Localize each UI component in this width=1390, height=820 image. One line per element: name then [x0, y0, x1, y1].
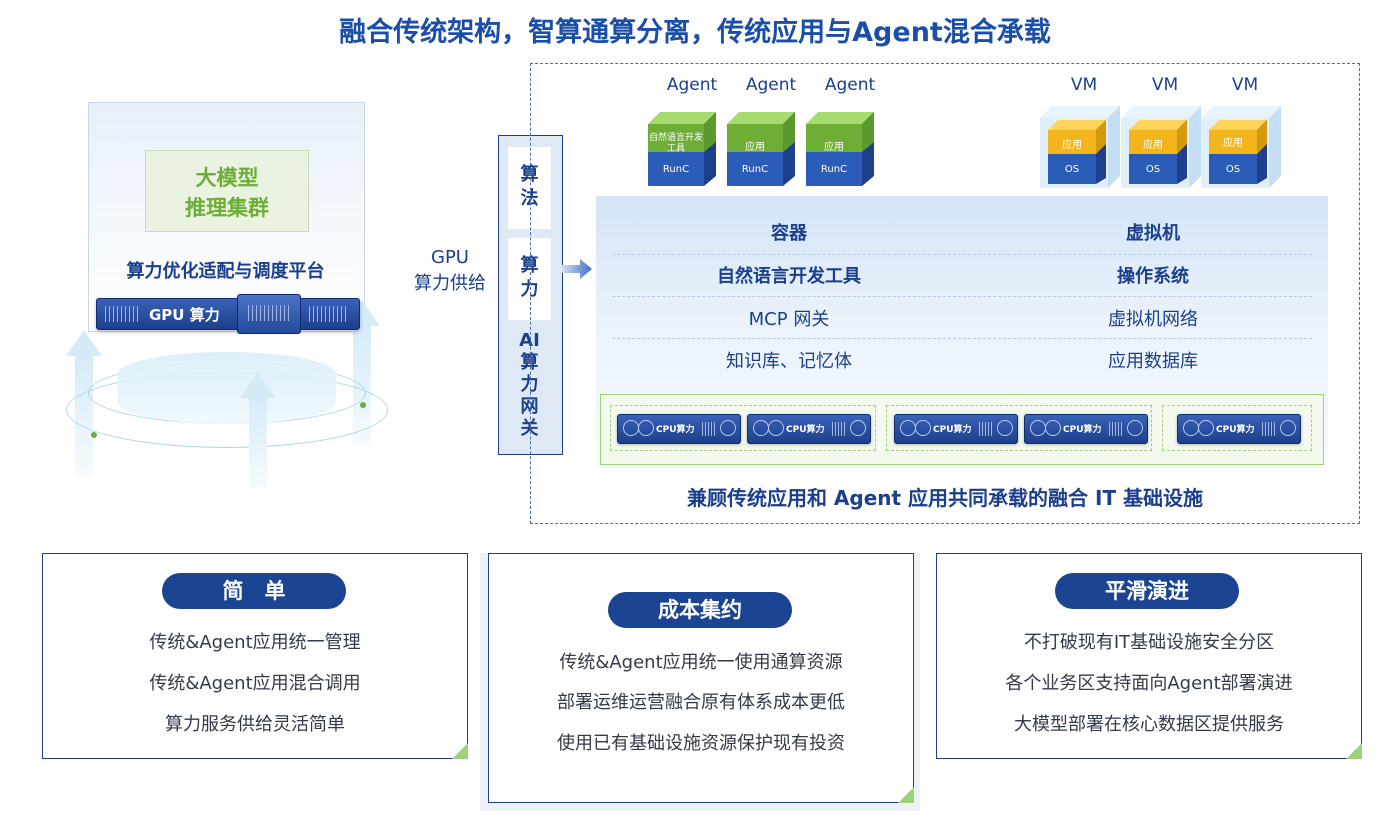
cpu-group: [1162, 405, 1312, 451]
vm-cube-bottom-label: OS: [1225, 164, 1241, 175]
agent-container-cube: [727, 112, 795, 186]
vm-cube-bottom-label: OS: [1145, 164, 1161, 175]
service-app-database: 应用数据库: [1108, 351, 1198, 372]
card-simple-line: 传统&Agent应用统一管理: [149, 632, 361, 653]
card-cost-title: 成本集约: [608, 592, 792, 628]
vm-cube-bottom-label: OS: [1064, 164, 1080, 175]
corner-accent: [1346, 743, 1362, 759]
vm-cube: [1040, 106, 1120, 188]
agent-cube-top-label: 自然语言开发工具: [648, 133, 703, 154]
row-divider: [612, 338, 1312, 339]
vm-label: VM: [1151, 75, 1179, 95]
converged-infra-frame: [530, 63, 1360, 524]
vent-icon: [105, 306, 141, 322]
infra-caption: 兼顾传统应用和 Agent 应用共同承载的融合 IT 基础设施: [686, 486, 1204, 510]
service-knowledge-memory: 知识库、记忆体: [726, 351, 852, 372]
gpu-chip-icon: [237, 294, 301, 334]
service-container: 容器: [771, 223, 807, 244]
up-arrow-icon: [240, 372, 276, 488]
service-vm-network: 虚拟机网络: [1108, 309, 1198, 330]
service-os: 操作系统: [1117, 266, 1189, 287]
vm-cube-top-label: 应用: [1062, 140, 1082, 151]
cpu-group: [886, 405, 1152, 451]
orbit-dot: [360, 402, 366, 408]
gpu-compute-label: GPU 算力: [149, 306, 220, 324]
agent-cube-top-label: 应用: [824, 142, 844, 153]
vm-cube: [1121, 106, 1201, 188]
vm-cube-top-label: 应用: [1143, 140, 1163, 151]
service-vm: 虚拟机: [1126, 223, 1180, 244]
cpu-server: CPU算力: [747, 414, 871, 444]
card-evolution-line: 大模型部署在核心数据区提供服务: [1014, 714, 1284, 735]
up-arrow-icon: [66, 330, 102, 476]
card-cost-line: 传统&Agent应用统一使用通算资源: [559, 652, 843, 673]
vm-cube-top-label: 应用: [1223, 138, 1243, 149]
scheduling-platform-label: 算力优化适配与调度平台: [126, 261, 325, 282]
vm-label: VM: [1231, 75, 1259, 95]
gpu-supply-label: GPU 算力供给: [414, 247, 486, 294]
row-divider: [612, 254, 1312, 255]
vm-cube: [1201, 106, 1281, 188]
page-title: 融合传统架构，智算通算分离，传统应用与Agent混合承载: [339, 17, 1051, 48]
agent-container-cube: [648, 112, 716, 186]
agent-cube-top-label: 应用: [745, 142, 765, 153]
service-mcp-gateway: MCP 网关: [748, 309, 830, 330]
card-simple-line: 算力服务供给灵活简单: [165, 714, 345, 735]
ai-gateway-label: AI 算 力 网 关: [519, 330, 540, 439]
card-evolution-line: 各个业务区支持面向Agent部署演进: [1005, 673, 1293, 694]
llm-cluster-box: 大模型 推理集群: [145, 150, 309, 232]
algorithm-cell: 算 法: [508, 147, 551, 229]
cpu-server: CPU算力: [617, 414, 741, 444]
cpu-group: [610, 405, 876, 451]
cpu-server: CPU算力: [1177, 414, 1301, 444]
cpu-server: CPU算力: [1024, 414, 1148, 444]
card-evolution-title: 平滑演进: [1055, 573, 1239, 609]
agent-container-cube: [806, 112, 874, 186]
orbit-dot: [91, 432, 97, 438]
llm-cluster-line2: 推理集群: [185, 196, 269, 220]
gpu-compute-bar: GPU 算力: [96, 294, 360, 334]
card-simple-title: 简 单: [162, 573, 346, 609]
card-cost-line: 部署运维运营融合原有体系成本更低: [557, 692, 845, 713]
agent-cube-bottom-label: RunC: [662, 164, 690, 175]
agent-cube-bottom-label: RunC: [820, 164, 848, 175]
agent-label: Agent: [824, 75, 876, 95]
card-cost: [488, 553, 914, 803]
service-nl-dev-tool: 自然语言开发工具: [717, 266, 861, 287]
card-cost-line: 使用已有基础设施资源保护现有投资: [557, 733, 845, 754]
card-evolution-line: 不打破现有IT基础设施安全分区: [1023, 632, 1275, 653]
platform-cylinder: [118, 352, 336, 424]
corner-accent: [898, 787, 914, 803]
corner-accent: [452, 743, 468, 759]
agent-label: Agent: [745, 75, 797, 95]
card-simple-line: 传统&Agent应用混合调用: [149, 673, 361, 694]
right-arrow-icon: [562, 259, 592, 279]
vent-icon: [309, 306, 349, 322]
agent-label: Agent: [666, 75, 718, 95]
vm-label: VM: [1070, 75, 1098, 95]
compute-cell: 算 力: [508, 238, 551, 320]
cpu-server: CPU算力: [894, 414, 1018, 444]
row-divider: [612, 296, 1312, 297]
agent-cube-bottom-label: RunC: [741, 164, 769, 175]
llm-cluster-line1: 大模型: [195, 166, 259, 190]
